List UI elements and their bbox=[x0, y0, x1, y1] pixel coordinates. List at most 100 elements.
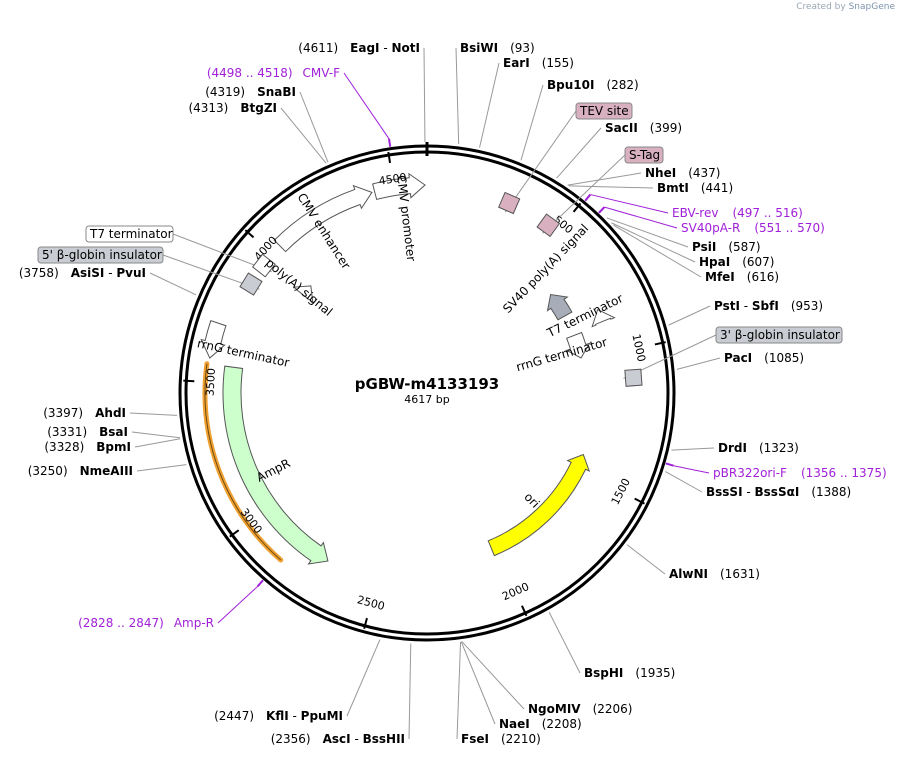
primer-label: pBR322ori-F(1356 .. 1375) bbox=[713, 466, 887, 480]
site-name: EagI bbox=[350, 41, 379, 55]
site-leader-line bbox=[606, 217, 689, 248]
feature-marker bbox=[536, 213, 561, 238]
site-label: BmtI (441) bbox=[657, 181, 733, 195]
site-leader-line bbox=[134, 438, 181, 448]
feature-box bbox=[575, 102, 633, 120]
site-separator: - bbox=[351, 732, 363, 746]
site-position: (4611) bbox=[298, 41, 338, 55]
primer-leader-line bbox=[673, 465, 710, 474]
site-leader-line bbox=[626, 544, 666, 575]
site-leader-line bbox=[665, 471, 703, 493]
tick-mark bbox=[244, 229, 255, 239]
tick-mark bbox=[654, 341, 666, 346]
site-separator: - bbox=[104, 266, 116, 280]
site-name: PstI bbox=[714, 299, 740, 313]
site-label: NheI(437) bbox=[645, 166, 720, 180]
site-label: (3331)BsaI bbox=[47, 425, 128, 439]
primer-range: (551 .. 570) bbox=[754, 221, 824, 235]
site-position: (155) bbox=[542, 56, 574, 70]
primer-label: SV40pA-R(551 .. 570) bbox=[681, 221, 825, 235]
site-position: (399) bbox=[650, 121, 682, 135]
feature-marker bbox=[624, 368, 643, 387]
site-position: (1085) bbox=[764, 351, 804, 365]
site-leader-line bbox=[129, 412, 178, 416]
site-leader-line bbox=[460, 641, 496, 725]
tick-label: 1500 bbox=[609, 476, 633, 507]
feature-marker bbox=[498, 191, 521, 215]
site-position: (1935) bbox=[635, 666, 675, 680]
tick-label: 2000 bbox=[500, 580, 531, 603]
tick-mark bbox=[183, 379, 195, 383]
site-position: (1631) bbox=[720, 567, 760, 581]
site-position: (616) bbox=[747, 270, 779, 284]
site-leader-line bbox=[556, 127, 602, 179]
amp-r-primer-core bbox=[204, 363, 282, 561]
site-label: PacI(1085) bbox=[724, 351, 804, 365]
tick-label: 2500 bbox=[356, 593, 386, 613]
site-name: NotI bbox=[392, 41, 421, 55]
site-name: BtgZI bbox=[240, 101, 277, 115]
site-name: BssSαI bbox=[755, 485, 800, 499]
site-leader-line bbox=[423, 47, 426, 143]
site-position: (437) bbox=[688, 166, 720, 180]
plasmid-name: pGBW-m4133193 bbox=[355, 375, 499, 393]
site-name: NgoMIV bbox=[528, 702, 581, 716]
primer-label: (2828 .. 2847)Amp-R bbox=[78, 616, 214, 630]
site-label: (2356)AscI - BssHII bbox=[271, 732, 405, 746]
site-position: (2206) bbox=[593, 702, 633, 716]
site-separator: - bbox=[289, 709, 301, 723]
site-label: NgoMIV (2206) bbox=[528, 702, 632, 716]
tick-label: 4500 bbox=[378, 171, 408, 188]
feature-box-label: 3' β-globin insulator bbox=[720, 328, 840, 342]
site-separator: - bbox=[743, 485, 755, 499]
site-label: FseI(2210) bbox=[461, 732, 541, 746]
site-label: BsiWI(93) bbox=[460, 41, 535, 55]
tick-label: 3500 bbox=[204, 368, 218, 397]
site-name: AsiSI bbox=[71, 266, 105, 280]
site-label: BssSI - BssSαI (1388) bbox=[706, 485, 851, 499]
site-position: (1323) bbox=[759, 441, 799, 455]
site-label: AlwNI(1631) bbox=[669, 567, 760, 581]
feature-arrow-rrng-terminator bbox=[200, 320, 227, 359]
site-leader-line bbox=[346, 639, 381, 717]
feature-arrow-rrng-terminator bbox=[565, 331, 591, 359]
backbone bbox=[178, 142, 676, 642]
feature-box-label: S-Tag bbox=[629, 148, 660, 162]
site-label: HpaI(607) bbox=[699, 255, 774, 269]
site-position: (4313) bbox=[188, 101, 228, 115]
site-leader-line bbox=[408, 643, 412, 740]
site-label: SacII (399) bbox=[605, 121, 682, 135]
site-name: FseI bbox=[461, 732, 489, 746]
primer-mark bbox=[665, 462, 674, 467]
feature-arrow-ampr bbox=[222, 365, 329, 565]
site-position: (4319) bbox=[205, 85, 245, 99]
site-name: BssSI bbox=[706, 485, 743, 499]
site-leader-line bbox=[131, 431, 181, 439]
site-position: (441) bbox=[701, 181, 733, 195]
site-leader-line bbox=[280, 107, 327, 164]
primer-range: (1356 .. 1375) bbox=[801, 466, 887, 480]
site-label: NaeI(2208) bbox=[499, 717, 582, 731]
feature-box bbox=[37, 246, 164, 264]
site-name: AhdI bbox=[95, 406, 126, 420]
site-leader-line bbox=[548, 612, 581, 674]
site-leader-line bbox=[455, 47, 460, 145]
site-label: (2447)KflI - PpuMI bbox=[214, 709, 343, 723]
primer-label: (4498 .. 4518)CMV-F bbox=[207, 66, 340, 80]
site-name: BsaI bbox=[99, 425, 128, 439]
feature-box-label: TEV site bbox=[579, 104, 629, 118]
site-label: Bpu10I(282) bbox=[547, 78, 639, 92]
site-position: (1388) bbox=[811, 485, 851, 499]
site-label: (3328)BpmI bbox=[44, 440, 131, 454]
site-label: (3250)NmeAIII bbox=[28, 464, 133, 478]
site-name: BmtI bbox=[657, 181, 689, 195]
feature-marker bbox=[239, 272, 263, 296]
feature-arrow-cmv-promoter bbox=[372, 172, 426, 201]
primer-mark bbox=[598, 206, 606, 214]
site-position: (607) bbox=[742, 255, 774, 269]
credit-brand: SnapGene bbox=[848, 2, 895, 12]
feature-box bbox=[624, 146, 664, 164]
site-name: SacII bbox=[605, 121, 638, 135]
features-layer bbox=[200, 172, 616, 565]
